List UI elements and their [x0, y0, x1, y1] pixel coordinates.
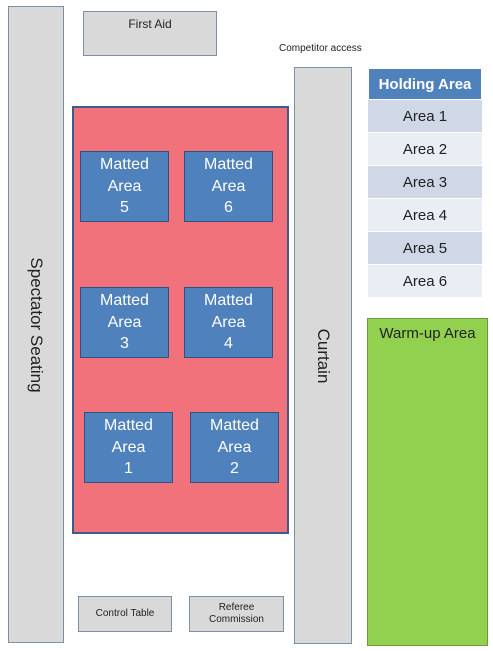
- control-table-block: Control Table: [78, 596, 172, 632]
- mat-label-line2: Area: [107, 313, 142, 331]
- warm-up-area: Warm-up Area: [367, 318, 488, 646]
- first-aid-block: First Aid: [83, 11, 217, 56]
- competitor-access-label: Competitor access: [279, 43, 362, 54]
- holding-area-row: Area 4: [368, 199, 482, 232]
- matted-area-4: Matted Area 4: [184, 287, 273, 358]
- mat-label-line1: Matted: [104, 417, 153, 435]
- first-aid-label: First Aid: [128, 17, 172, 31]
- referee-commission-block: Referee Commission: [189, 596, 284, 632]
- spectator-seating-label: Spectator Seating: [27, 256, 46, 393]
- matted-area-3: Matted Area 3: [80, 287, 169, 358]
- curtain-label: Curtain: [314, 328, 333, 383]
- mat-number: 1: [124, 460, 133, 478]
- mat-label-line1: Matted: [100, 292, 149, 310]
- matted-area-5: Matted Area 5: [80, 151, 169, 222]
- holding-area-row: Area 2: [368, 133, 482, 166]
- mat-number: 4: [224, 335, 233, 353]
- mat-number: 3: [120, 335, 129, 353]
- referee-label: Referee: [218, 601, 255, 613]
- warm-up-area-label: Warm-up Area: [379, 325, 476, 342]
- mat-number: 6: [224, 199, 233, 217]
- spectator-seating-block: Spectator Seating: [8, 6, 64, 643]
- holding-area-row: Area 5: [368, 232, 482, 265]
- mat-number: 5: [120, 199, 129, 217]
- holding-area-row: Area 6: [368, 265, 482, 298]
- matted-area-2: Matted Area 2: [190, 412, 279, 483]
- holding-area-header: Holding Area: [368, 68, 482, 100]
- mat-label-line2: Area: [211, 177, 246, 195]
- mat-label-line1: Matted: [204, 292, 253, 310]
- matted-area-1: Matted Area 1: [84, 412, 173, 483]
- curtain-block: Curtain: [294, 67, 352, 644]
- mat-label-line2: Area: [107, 177, 142, 195]
- mat-label-line2: Area: [217, 438, 252, 456]
- holding-area-row: Area 1: [368, 100, 482, 133]
- control-table-label: Control Table: [95, 607, 155, 619]
- commission-label: Commission: [208, 614, 264, 625]
- mat-label-line2: Area: [111, 438, 146, 456]
- mat-label-line2: Area: [211, 313, 246, 331]
- competition-zone: Matted Area 5 Matted Area 6 Matted Area …: [72, 106, 289, 534]
- holding-area-table: Holding Area Area 1 Area 2 Area 3 Area 4…: [368, 68, 482, 298]
- mat-label-line1: Matted: [210, 417, 259, 435]
- holding-area-row: Area 3: [368, 166, 482, 199]
- mat-number: 2: [230, 460, 239, 478]
- mat-label-line1: Matted: [204, 156, 253, 174]
- matted-area-6: Matted Area 6: [184, 151, 273, 222]
- mat-label-line1: Matted: [100, 156, 149, 174]
